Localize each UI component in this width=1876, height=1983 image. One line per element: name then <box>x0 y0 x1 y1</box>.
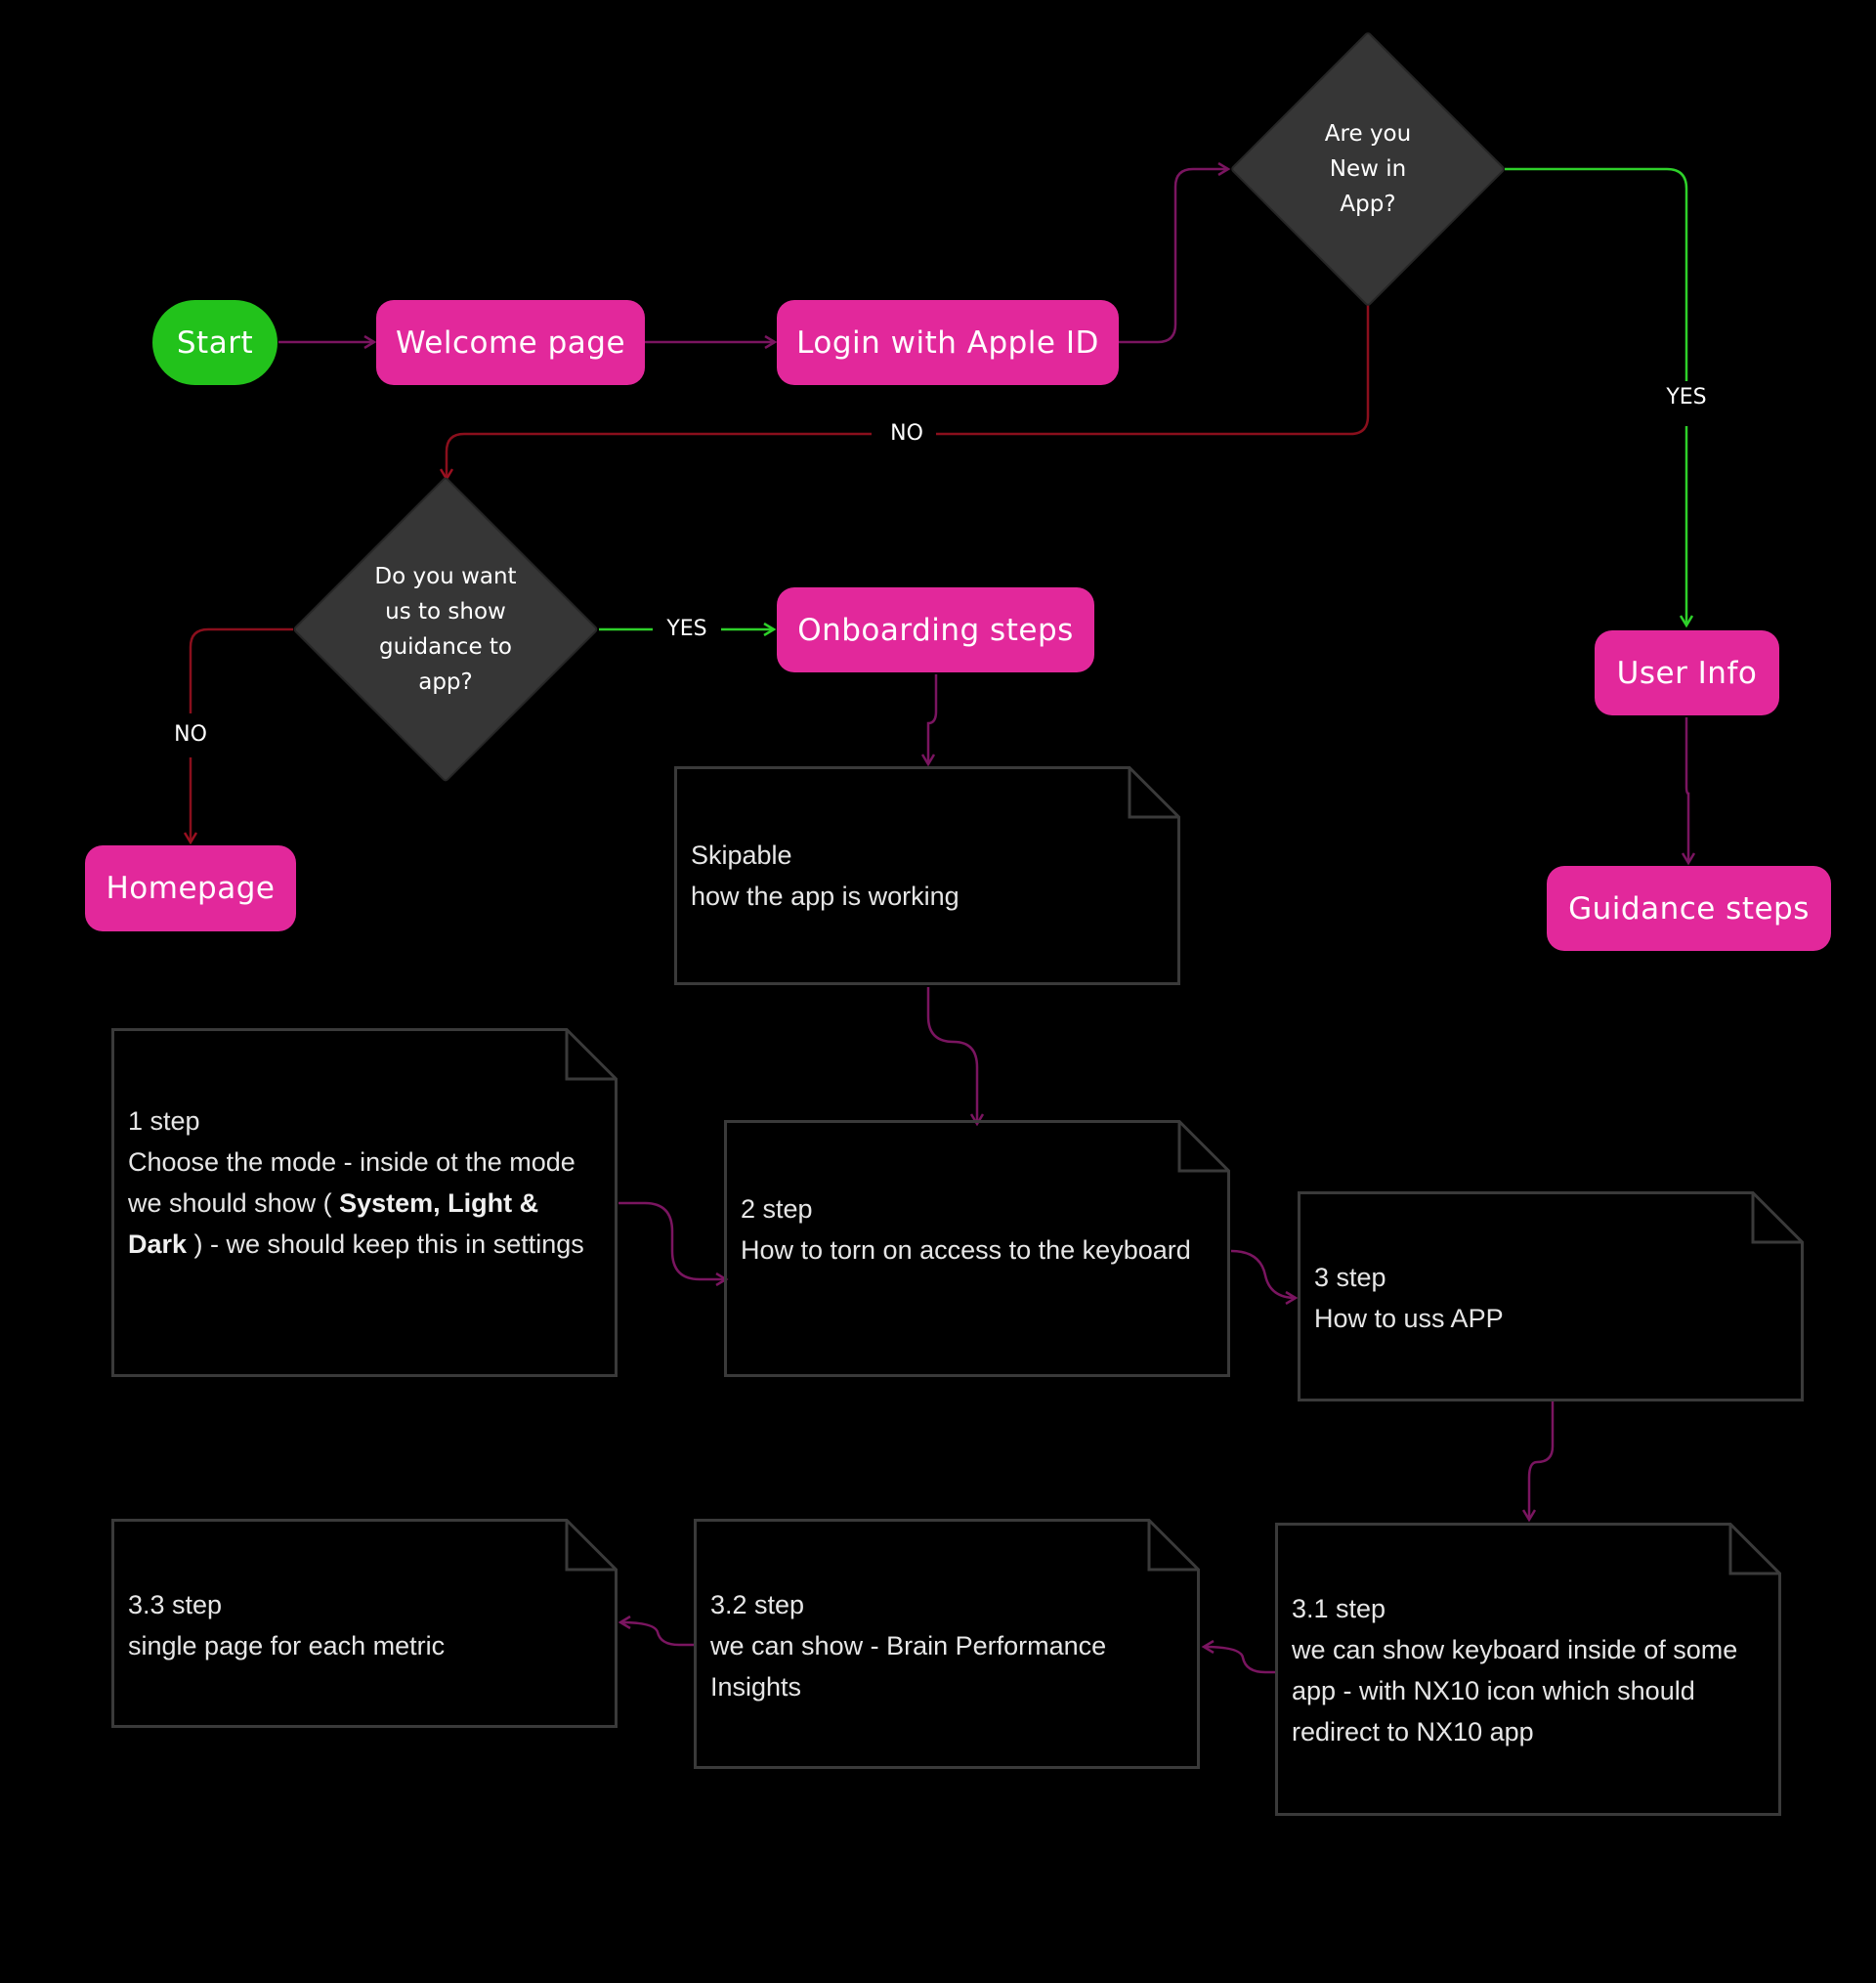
note-step3[interactable]: 3 step How to uss APP <box>1298 1191 1804 1401</box>
note-shape <box>111 1519 618 1728</box>
guidance-decision-label: Do you want us to show guidance to app? <box>374 564 517 695</box>
edge-step3-step31 <box>1529 1401 1555 1520</box>
note-step2-body: How to torn on access to the keyboard <box>741 1235 1191 1265</box>
note-step32[interactable]: 3.2 step we can show - Brain Performance… <box>694 1519 1200 1769</box>
edge-step31-step32 <box>1204 1647 1275 1674</box>
note-shape <box>674 766 1180 985</box>
start-node[interactable]: Start <box>152 300 277 385</box>
note-step1-modes: System, Light & Dark <box>128 1188 539 1259</box>
edge-step32-step33 <box>620 1622 694 1647</box>
edge-login-new-in-app <box>1119 169 1228 344</box>
edge-step1-step2 <box>618 1201 726 1279</box>
note-skipable-line2: how the app is working <box>691 882 959 911</box>
note-shape <box>111 1028 618 1377</box>
note-shape <box>1298 1191 1804 1401</box>
guidance-steps-node[interactable]: Guidance steps <box>1547 866 1831 951</box>
edge-userinfo-guidance <box>1686 717 1688 863</box>
note-step2-title: 2 step <box>741 1194 813 1224</box>
note-step1-title: 1 step <box>128 1106 200 1136</box>
edge-label-new-no: NO <box>882 420 931 448</box>
user-info-node[interactable]: User Info <box>1595 630 1779 715</box>
note-step31[interactable]: 3.1 step we can show keyboard inside of … <box>1275 1523 1781 1816</box>
note-step33[interactable]: 3.3 step single page for each metric <box>111 1519 618 1728</box>
edge-step2-step3 <box>1230 1249 1296 1298</box>
note-step32-title: 3.2 step <box>710 1590 805 1619</box>
note-step3-title: 3 step <box>1314 1263 1386 1292</box>
note-step1-body: Choose the mode - inside ot the mode we … <box>128 1147 584 1259</box>
edge-label-new-yes: YES <box>1658 384 1715 411</box>
note-shape <box>724 1120 1230 1377</box>
note-skipable[interactable]: Skipable how the app is working <box>674 766 1180 985</box>
note-step3-body: How to uss APP <box>1314 1304 1504 1333</box>
note-step32-body: we can show - Brain Performance Insights <box>710 1631 1107 1702</box>
note-step31-body: we can show keyboard inside of some app … <box>1292 1635 1738 1746</box>
edge-label-guidance-no: NO <box>166 721 215 749</box>
note-step1[interactable]: 1 step Choose the mode - inside ot the m… <box>111 1028 618 1377</box>
note-step2[interactable]: 2 step How to torn on access to the keyb… <box>724 1120 1230 1377</box>
note-shape <box>694 1519 1200 1769</box>
note-shape <box>1275 1523 1781 1816</box>
edge-skipable-step2 <box>926 987 977 1124</box>
welcome-page-node[interactable]: Welcome page <box>376 300 645 385</box>
edge-new-yes <box>1505 167 1686 625</box>
note-step31-title: 3.1 step <box>1292 1594 1386 1623</box>
note-skipable-line1: Skipable <box>691 841 792 870</box>
login-apple-id-node[interactable]: Login with Apple ID <box>777 300 1119 385</box>
note-step33-body: single page for each metric <box>128 1631 446 1660</box>
note-step33-title: 3.3 step <box>128 1590 223 1619</box>
edge-onboarding-skipable <box>928 674 938 764</box>
new-in-app-decision-label: Are you New in App? <box>1324 121 1412 217</box>
homepage-node[interactable]: Homepage <box>85 845 296 931</box>
edge-guidance-no <box>191 627 293 842</box>
edge-label-guidance-yes: YES <box>659 616 715 643</box>
onboarding-steps-node[interactable]: Onboarding steps <box>777 587 1094 672</box>
edge-new-no <box>447 303 1370 479</box>
